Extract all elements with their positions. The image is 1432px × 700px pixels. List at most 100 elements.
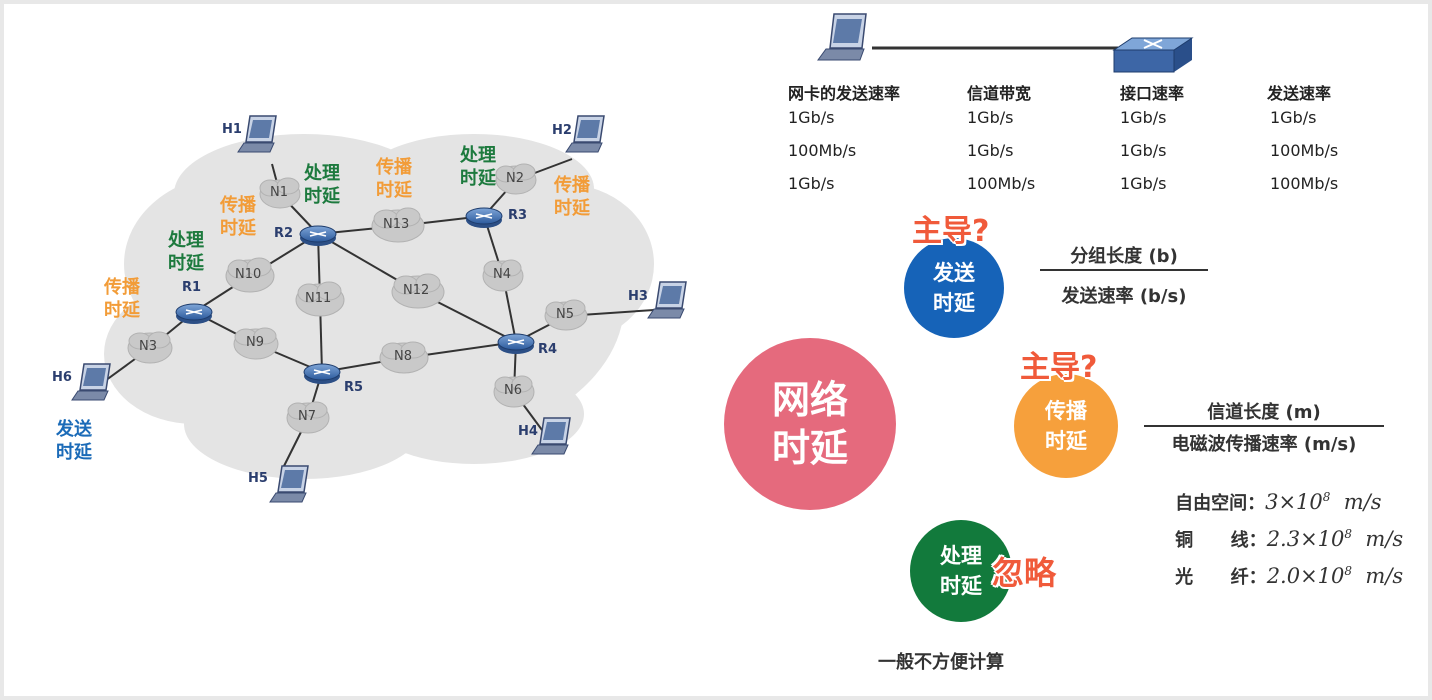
proc-delay-label-r2: 处理 时延: [304, 163, 340, 207]
slide: N1 N2 N3 N4 N5 N6 N7 N8 N9 N10 N11 N12 N…: [4, 4, 1428, 696]
dominant-prop-label: 主导?: [1020, 350, 1098, 385]
proc-delay-label-r3: 处理 时延: [460, 145, 496, 189]
table-cell: 100Mb/s: [967, 174, 1036, 193]
table-cell: 1Gb/s: [1270, 108, 1317, 127]
node-label-n7: N7: [298, 409, 316, 424]
laptop-icon-h3: [647, 281, 687, 319]
router-icon-r4: [497, 333, 535, 354]
speed-exponent: 8: [1344, 564, 1353, 578]
speed-fiber: 光 纤：2.0×108 m/s: [1150, 542, 1403, 610]
processing-note: 一般不方便计算: [878, 652, 1004, 673]
router-label-r5: R5: [344, 380, 364, 395]
router-label-r4: R4: [538, 342, 558, 357]
cloud-n9: [233, 327, 279, 360]
cloud-n6: [493, 375, 535, 408]
link-illustration: [817, 13, 1194, 73]
host-label-h3: H3: [628, 289, 648, 304]
speed-free-space: 自由空间：3×108 m/s: [1150, 468, 1382, 536]
table-header-interface-rate: 接口速率: [1120, 84, 1185, 103]
node-label-n3: N3: [139, 339, 157, 354]
cloud-n5: [544, 299, 588, 331]
cloud-n13: [371, 207, 425, 243]
cloud-n7: [286, 401, 330, 434]
laptop-icon-sender: [817, 13, 867, 61]
speed-label: 铜 线：: [1175, 530, 1267, 551]
send-delay-circle: 发送 时延: [904, 238, 1004, 338]
host-label-h1: H1: [222, 122, 242, 137]
table-cell: 1Gb/s: [967, 141, 1014, 160]
cloud-n3: [127, 331, 173, 364]
speed-label: 自由空间：: [1175, 493, 1266, 514]
router-label-r2: R2: [274, 226, 294, 241]
laptop-icon-h6: [71, 363, 111, 401]
switch-icon: [1112, 37, 1194, 73]
host-label-h6: H6: [52, 370, 72, 385]
laptop-icon-h4: [531, 417, 571, 455]
node-label-n10: N10: [235, 267, 262, 282]
router-icon-r5: [303, 363, 341, 384]
laptop-icon-h5: [269, 465, 309, 503]
speed-exponent: 8: [1322, 490, 1331, 504]
speed-label: 光 纤：: [1175, 567, 1267, 588]
speed-unit: m/s: [1365, 564, 1404, 588]
send-formula-numerator: 分组长度 (b): [1070, 246, 1178, 267]
node-label-n12: N12: [403, 283, 430, 298]
table-cell: 1Gb/s: [1120, 141, 1167, 160]
table-cell: 100Mb/s: [1270, 141, 1339, 160]
send-delay-label-h6: 发送 时延: [56, 419, 92, 463]
node-label-n2: N2: [506, 171, 524, 186]
cloud-n10: [225, 257, 275, 293]
prop-formula-bar: [1144, 425, 1384, 427]
node-label-n11: N11: [305, 291, 332, 306]
cloud-n11: [295, 281, 345, 317]
speed-exponent: 8: [1344, 527, 1353, 541]
table-cell: 100Mb/s: [1270, 174, 1339, 193]
prop-delay-label-r3: 传播 时延: [554, 175, 590, 219]
prop-delay-label-n13: 传播 时延: [376, 157, 412, 201]
table-cell: 100Mb/s: [788, 141, 857, 160]
table-cell: 1Gb/s: [967, 108, 1014, 127]
speed-value: 3×10: [1265, 490, 1323, 514]
send-formula-bar: [1040, 269, 1208, 271]
prop-formula-numerator: 信道长度 (m): [1207, 402, 1321, 423]
speed-copper: 铜 线：2.3×108 m/s: [1150, 505, 1403, 573]
table-cell: 1Gb/s: [1120, 108, 1167, 127]
prop-delay-label-r2: 传播 时延: [220, 195, 256, 239]
router-label-r3: R3: [508, 208, 528, 223]
dominant-send-label: 主导?: [912, 214, 990, 249]
router-label-r1: R1: [182, 280, 202, 295]
node-label-n1: N1: [270, 185, 288, 200]
laptop-icon-h2: [565, 115, 605, 153]
send-formula-denominator: 发送速率 (b/s): [1061, 286, 1187, 307]
cloud-n4: [482, 259, 524, 292]
node-label-n8: N8: [394, 349, 412, 364]
table-cell: 1Gb/s: [1120, 174, 1167, 193]
speed-unit: m/s: [1365, 527, 1404, 551]
processing-delay-circle: 处理 时延: [910, 520, 1012, 622]
propagation-delay-circle: 传播 时延: [1014, 374, 1118, 478]
table-header-send-rate: 发送速率: [1267, 84, 1332, 103]
cloud-n1: [259, 177, 301, 209]
host-label-h5: H5: [248, 471, 268, 486]
cloud-n12: [391, 273, 445, 309]
router-icon-r1: [175, 303, 213, 324]
router-icon-r3: [465, 207, 503, 228]
speed-unit: m/s: [1343, 490, 1382, 514]
router-icon-r2: [299, 225, 337, 246]
table-cell: 1Gb/s: [788, 108, 835, 127]
network-delay-circle: 网络 时延: [724, 338, 896, 510]
host-label-h4: H4: [518, 424, 538, 439]
table-cell: 1Gb/s: [788, 174, 835, 193]
laptop-icon-h1: [237, 115, 277, 153]
node-label-n4: N4: [493, 267, 511, 282]
table-header-bandwidth: 信道带宽: [967, 84, 1032, 103]
table-header-nic-rate: 网卡的发送速率: [788, 84, 901, 103]
proc-delay-label-r1: 处理 时延: [168, 230, 204, 274]
node-label-n5: N5: [556, 307, 574, 322]
speed-value: 2.3×10: [1266, 527, 1345, 551]
cloud-n2: [495, 163, 537, 195]
node-label-n13: N13: [383, 217, 410, 232]
node-label-n9: N9: [246, 335, 264, 350]
ignore-label: 忽略: [992, 554, 1057, 592]
host-label-h2: H2: [552, 123, 572, 138]
